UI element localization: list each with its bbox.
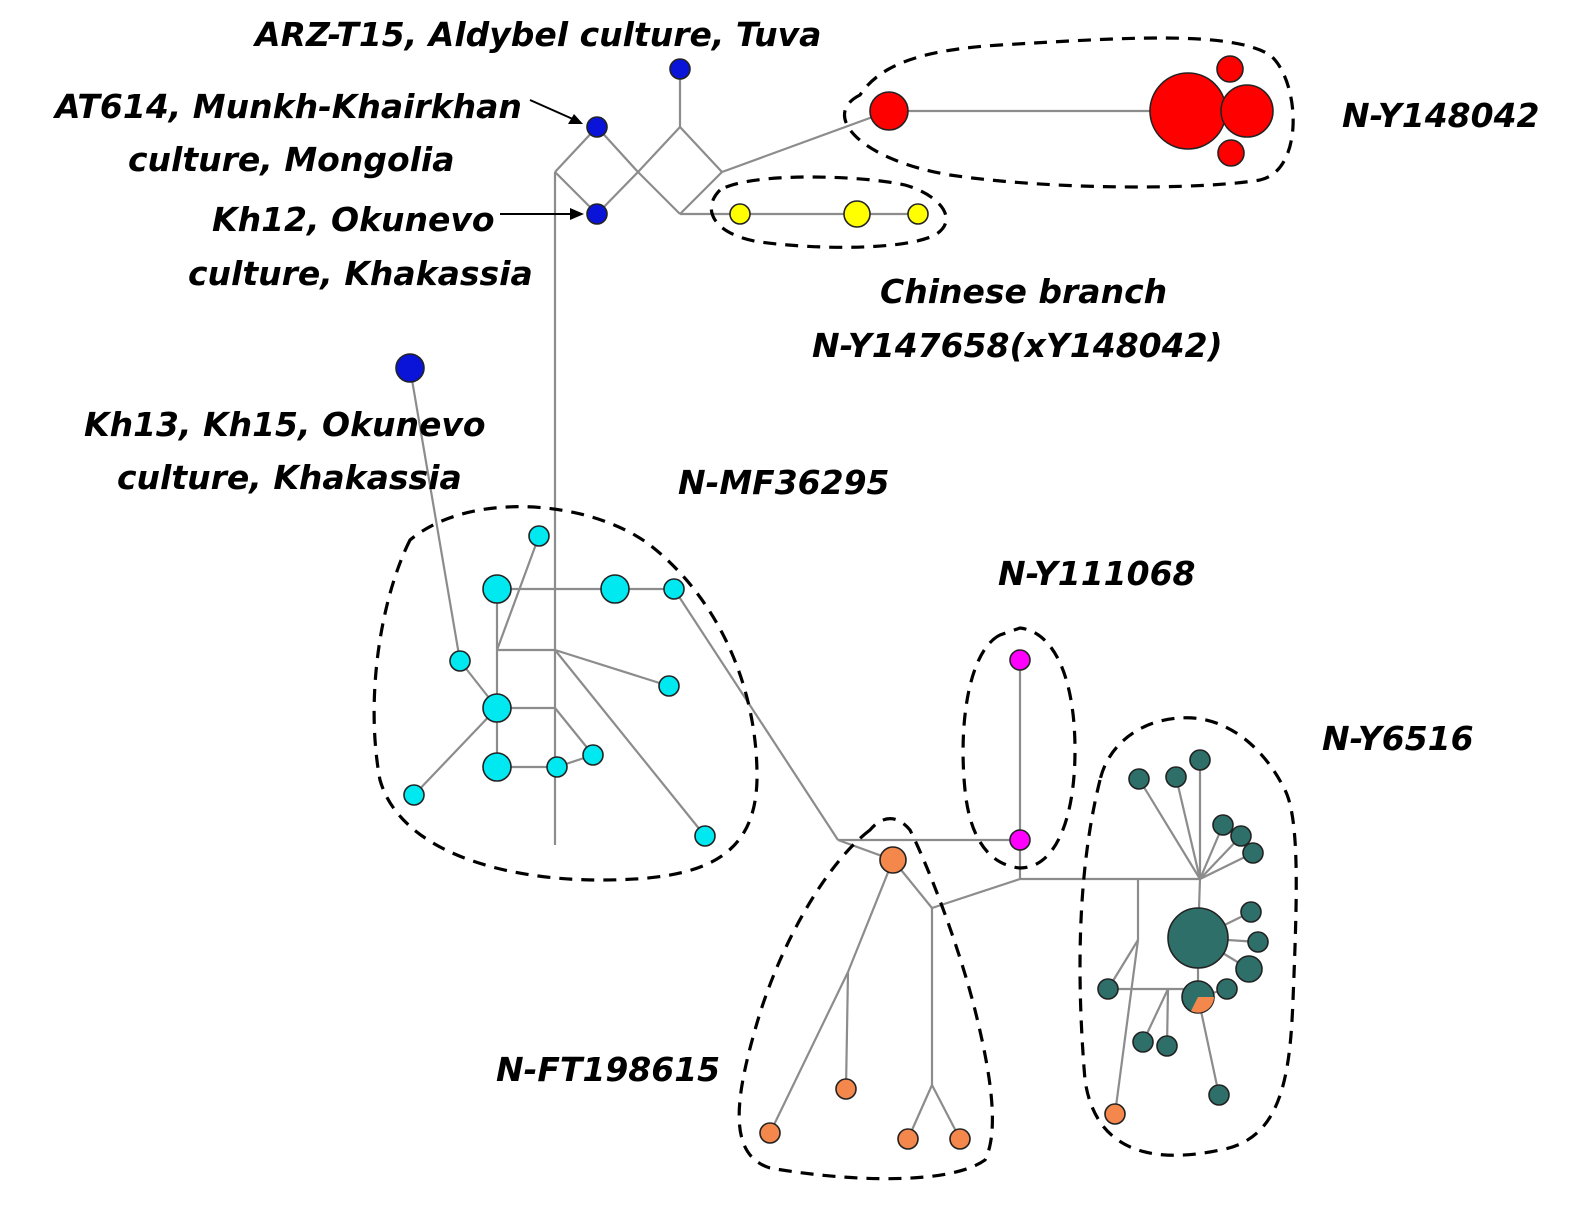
node-ft198615-5 [949,1128,971,1150]
arrowhead-at614 [568,114,583,124]
edge-44 [1113,939,1140,1115]
node-y6516-5 [1230,825,1252,847]
node-y6516-2 [1128,768,1150,790]
clade-label-y148042: N-Y148042 [1342,96,1540,135]
network-edges [408,69,1259,1140]
hull-mf36295 [372,505,759,882]
node-y148042-3 [1216,55,1244,83]
node-y6516-7 [1240,901,1262,923]
edge-14 [408,367,462,662]
node-ft198615-2 [835,1078,857,1100]
node-mf36295-2 [482,574,512,604]
node-kh12 [586,203,608,225]
node-mf36295-9 [482,752,512,782]
edge-35 [844,971,850,1090]
edge-46 [1138,778,1201,880]
label-kh12-line2: culture, Khakassia [188,254,533,293]
node-y148042-2 [1220,84,1274,138]
edge-25 [554,648,670,688]
node-ft198615-4 [897,1128,919,1150]
node-y6516-9 [1235,955,1263,983]
clade-label-chinese-branch-line1: Chinese branch [880,272,1168,311]
node-ft198615-6 [1104,1103,1126,1125]
node-ft198615-1 [879,846,907,874]
node-mf36295-10 [546,756,568,778]
edge-5 [637,126,681,173]
node-mf36295-8 [582,744,604,766]
node-y111068-2 [1009,829,1031,851]
edge-26 [554,649,706,837]
edge-34 [769,971,849,1134]
label-arz-t15: ARZ-T15, Aldybel culture, Tuva [255,15,822,54]
label-kh12-line1: Kh12, Okunevo [212,200,495,239]
node-mf36295-4 [663,578,685,600]
clade-label-chinese-branch-line2: N-Y147658(xY148042) [812,326,1223,365]
node-y6516-10 [1097,978,1119,1000]
clade-label-mf36295: N-MF36295 [678,463,890,502]
node-chinese-1 [729,203,751,225]
node-y111068-1 [1009,649,1031,671]
node-mf36295-5 [449,650,471,672]
node-mf36295-12 [694,825,716,847]
node-at614 [586,116,608,138]
node-y6516-4 [1212,814,1234,836]
edge-28 [673,588,839,841]
node-chinese-3 [907,203,929,225]
network-nodes [395,55,1274,1150]
node-y6516-6 [1242,842,1264,864]
node-y6516-8 [1247,931,1269,953]
node-y6516-mixed-wedge [1191,997,1214,1013]
edge-6 [637,171,681,215]
clade-outlines [372,36,1298,1181]
node-y6516-11 [1216,978,1238,1000]
hull-ft198615 [737,817,994,1181]
node-arz-t15 [669,58,691,80]
node-y148042-main [1149,72,1227,150]
label-kh13-kh15-line1: Kh13, Kh15, Okunevo [84,405,486,444]
node-y148042-4 [1217,139,1245,167]
arrowhead-kh12 [570,208,584,220]
arrow-at614 [529,99,576,121]
node-y148042-1 [869,91,909,131]
hull-y6516 [1078,716,1298,1157]
edge-7 [679,126,723,173]
node-y6516-13 [1156,1035,1178,1057]
node-mf36295-7 [482,693,512,723]
node-y6516-14 [1208,1084,1230,1106]
node-mf36295-1 [528,525,550,547]
node-y6516-1 [1189,749,1211,771]
edge-18 [495,535,541,651]
label-kh13-kh15-line2: culture, Khakassia [117,458,462,497]
edge-23 [413,707,498,796]
label-arrows [500,99,584,220]
node-kh13-kh15 [395,353,425,383]
node-ft198615-3 [759,1122,781,1144]
node-y6516-main [1167,907,1229,969]
node-mf36295-11 [403,784,425,806]
node-chinese-2 [843,200,871,228]
clade-label-y111068: N-Y111068 [998,554,1196,593]
label-at614-line1: AT614, Munkh-Khairkhan [55,87,522,126]
edge-47 [1174,776,1202,880]
node-y6516-3 [1165,766,1187,788]
edge-10 [721,109,890,174]
edge-8 [679,171,723,215]
hull-y148042 [842,36,1295,189]
node-mf36295-6 [658,675,680,697]
hull-y111068 [961,626,1077,870]
edge-40 [931,877,1021,910]
clade-label-y6516: N-Y6516 [1322,719,1474,758]
edge-33 [846,859,895,973]
clade-label-ft198615: N-FT198615 [496,1050,721,1089]
label-at614-line2: culture, Mongolia [128,140,455,179]
node-mf36295-3 [600,574,630,604]
node-y6516-12 [1132,1031,1154,1053]
